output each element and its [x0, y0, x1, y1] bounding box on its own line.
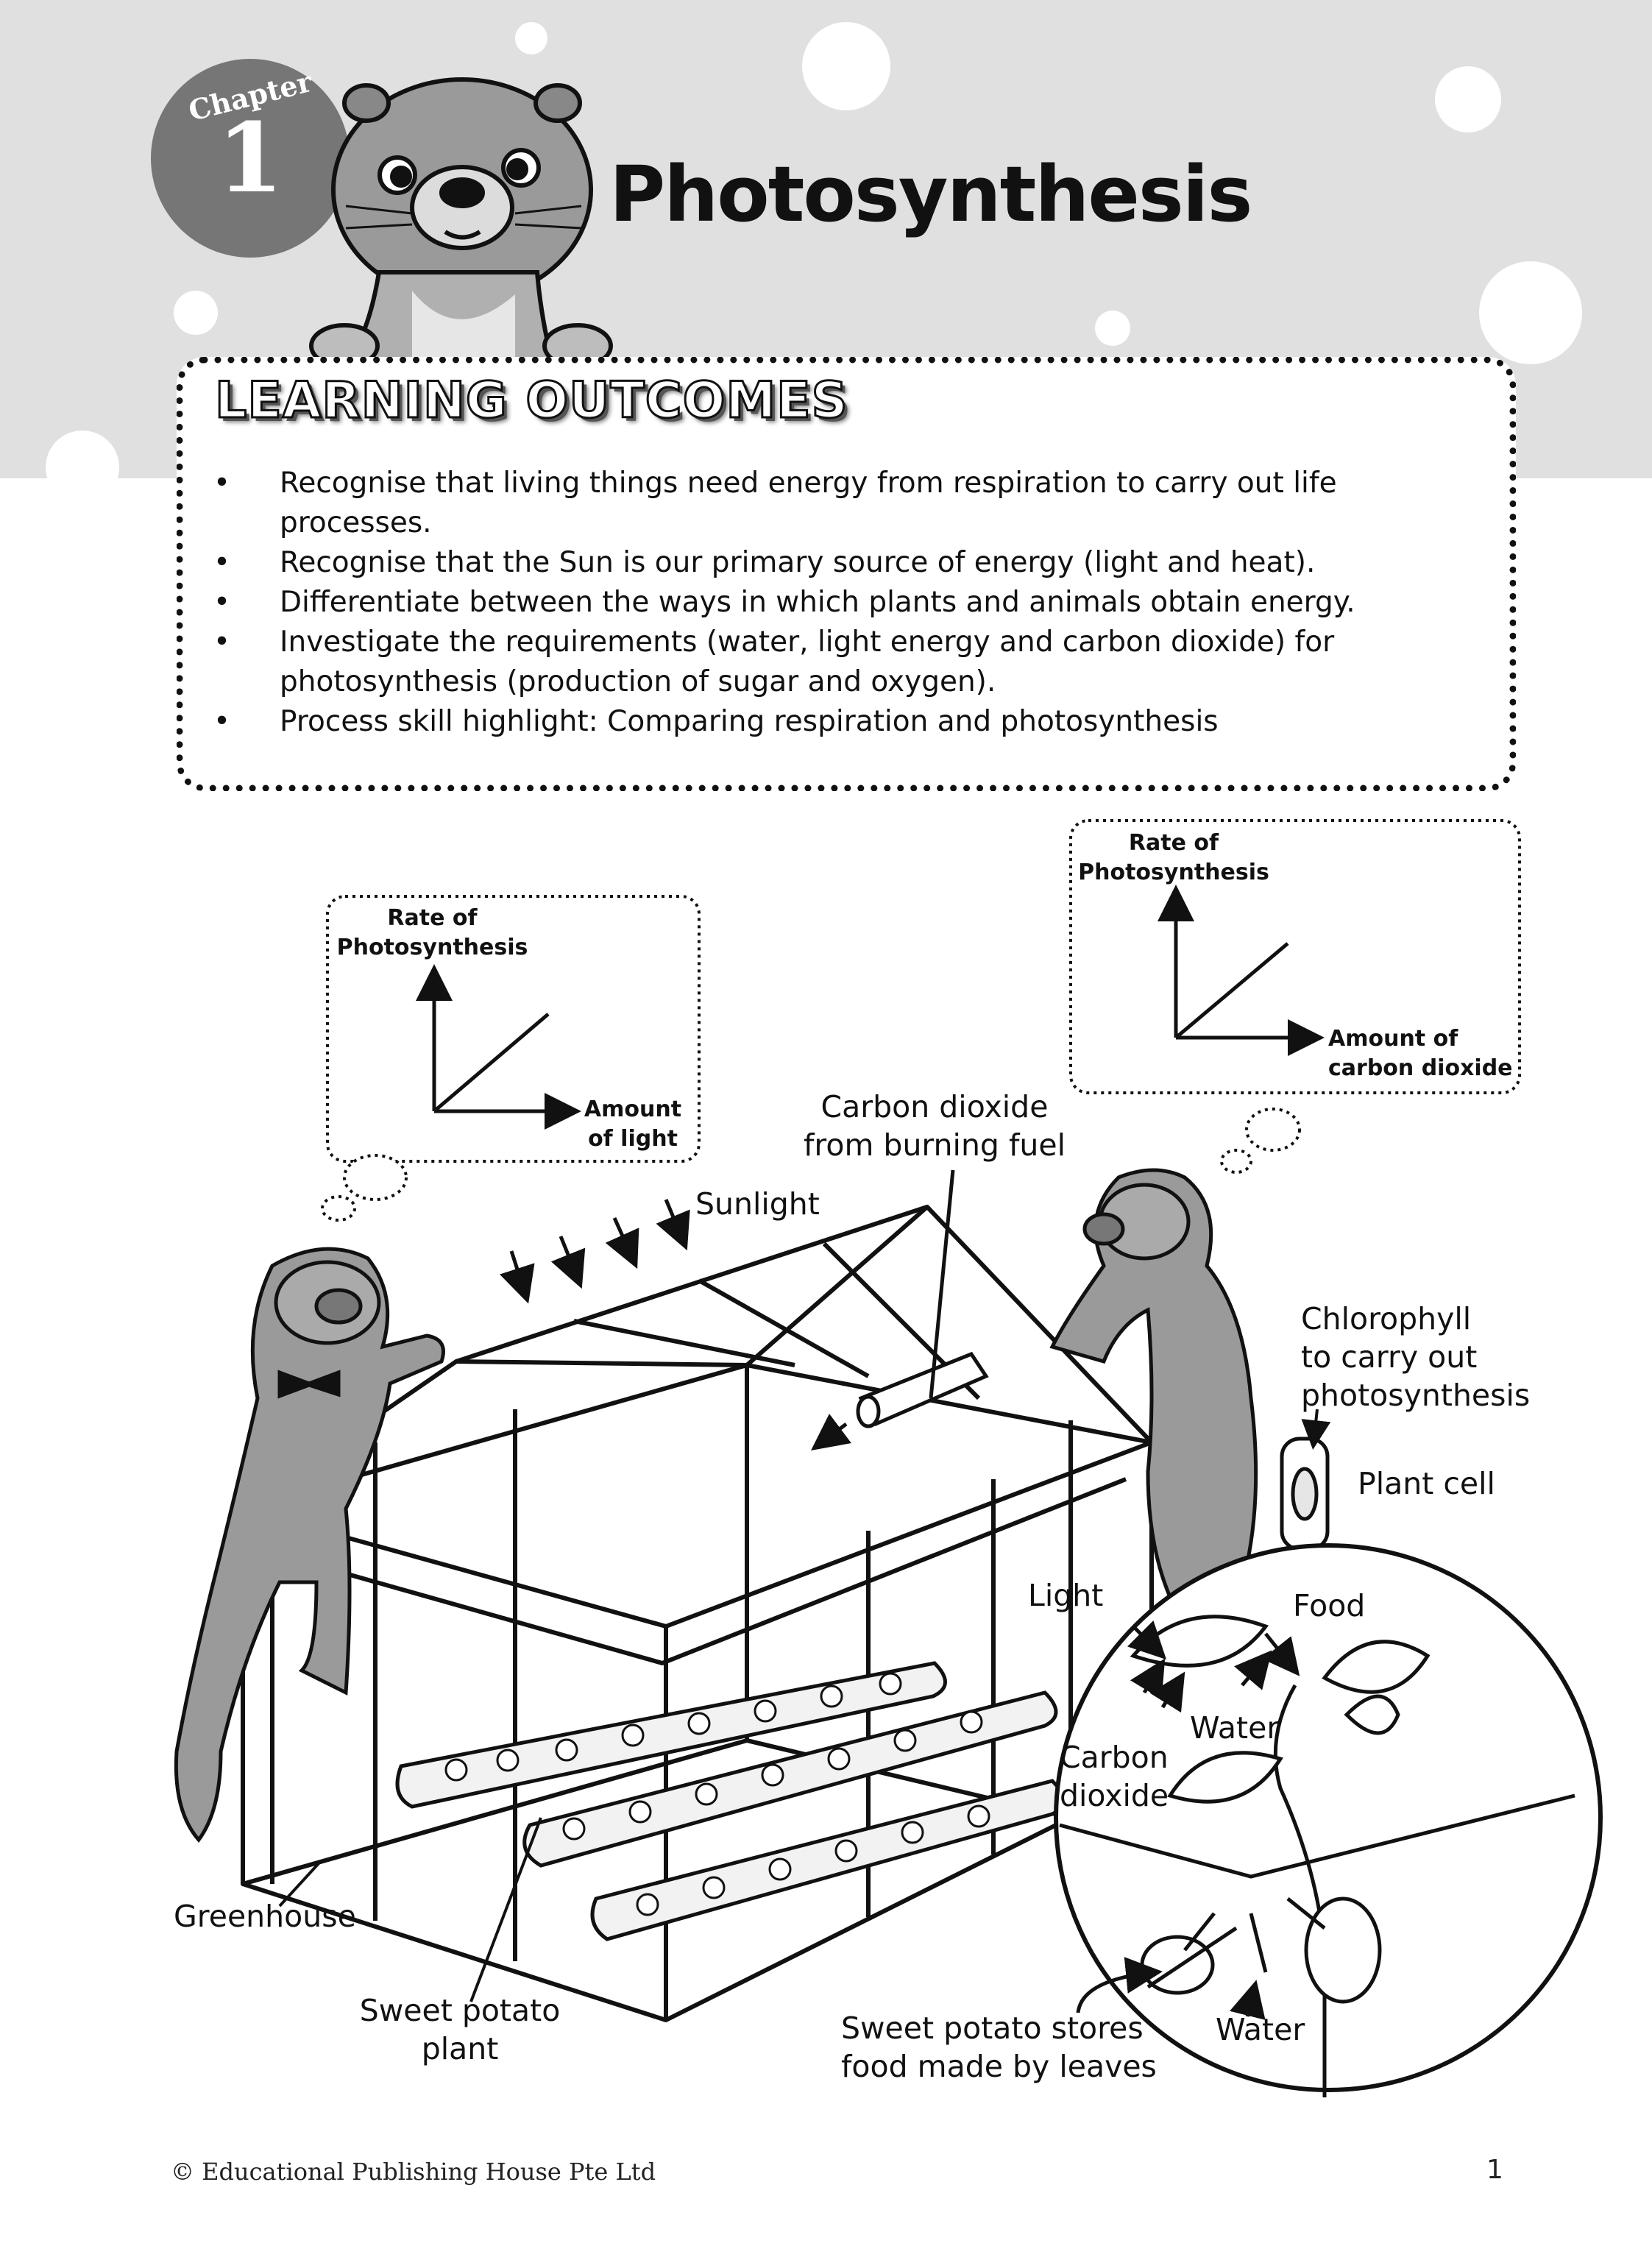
graph-co2-y-label: Rate of Photosynthesis — [1078, 830, 1269, 885]
outcome-item: •Recognise that the Sun is our primary s… — [213, 543, 1479, 583]
learning-outcomes-heading: LEARNING OUTCOMES — [214, 371, 849, 431]
decor-bubble — [1095, 311, 1130, 346]
otter-left — [174, 1247, 445, 1843]
graph-axes-co2 — [1158, 885, 1325, 1056]
decor-bubble — [1435, 66, 1501, 132]
thought-bubble-light — [321, 895, 701, 1222]
chapter-badge — [151, 59, 350, 258]
magnified-plant-circle — [1054, 1543, 1603, 2092]
chlorophyll-arrow — [1301, 1409, 1331, 1450]
label-sweet-potato-stores: Sweet potato stores food made by leaves — [841, 2011, 1157, 2084]
bullet-icon: • — [213, 626, 231, 659]
outcome-item: •Recognise that living things need energ… — [213, 464, 1479, 543]
label-carbon-dioxide: Carbon dioxide — [1060, 1740, 1169, 1813]
plant-arrows — [1076, 1620, 1300, 2020]
plant-cell-diagram — [1280, 1437, 1330, 1551]
graph-axes-light — [416, 964, 581, 1130]
footer-copyright: © Educational Publishing House Pte Ltd — [171, 2158, 656, 2186]
decor-bubble — [802, 22, 890, 110]
graph-light-x-label: Amount of light — [584, 1097, 682, 1152]
outcome-item: •Differentiate between the ways in which… — [213, 583, 1479, 623]
decor-bubble — [1479, 261, 1582, 364]
co2-arrow — [811, 1414, 851, 1450]
label-plant-cell: Plant cell — [1358, 1466, 1495, 1501]
graph-light-y-label: Rate of Photosynthesis — [336, 905, 528, 960]
label-light: Light — [1028, 1578, 1104, 1613]
planter-troughs — [395, 1661, 1066, 1941]
co2-leader-line — [929, 1169, 955, 1399]
decor-bubble — [515, 22, 547, 54]
label-chlorophyll: Chlorophyll to carry out photosynthesis — [1301, 1301, 1531, 1413]
label-co2-fuel: Carbon dioxide from burning fuel — [803, 1089, 1066, 1163]
decor-bubble — [46, 431, 119, 504]
bullet-icon: • — [213, 546, 231, 579]
greenhouse-leader-line — [278, 1860, 322, 1907]
page-number: 1 — [1486, 2155, 1503, 2185]
outcome-item: •Process skill highlight: Comparing resp… — [213, 702, 1479, 742]
label-water-top: Water — [1190, 1710, 1280, 1746]
page-title: Photosynthesis — [609, 149, 1252, 239]
bullet-icon: • — [213, 705, 231, 738]
decor-bubble — [174, 291, 218, 335]
learning-outcomes-list: •Recognise that living things need energ… — [213, 464, 1479, 742]
sweet-potato-leader-line — [469, 1817, 542, 2002]
label-sweet-potato-plant: Sweet potato plant — [359, 1993, 561, 2066]
exhaust-pipe — [856, 1351, 989, 1428]
sunlight-arrows — [499, 1199, 690, 1304]
outcome-item: •Investigate the requirements (water, li… — [213, 623, 1479, 702]
greenhouse-frame — [241, 1205, 1154, 2022]
label-water-bottom: Water — [1216, 2012, 1305, 2047]
planter-foliage — [444, 1672, 990, 1916]
chapter-number: 1 — [216, 102, 284, 214]
label-sunlight: Sunlight — [695, 1186, 820, 1222]
learning-outcomes-box — [177, 357, 1516, 791]
otter-right — [1049, 1168, 1258, 1607]
label-greenhouse: Greenhouse — [174, 1899, 356, 1934]
bullet-icon: • — [213, 467, 231, 500]
label-food: Food — [1293, 1588, 1366, 1623]
graph-co2-x-label: Amount of carbon dioxide — [1328, 1026, 1513, 1081]
bullet-icon: • — [213, 586, 231, 619]
